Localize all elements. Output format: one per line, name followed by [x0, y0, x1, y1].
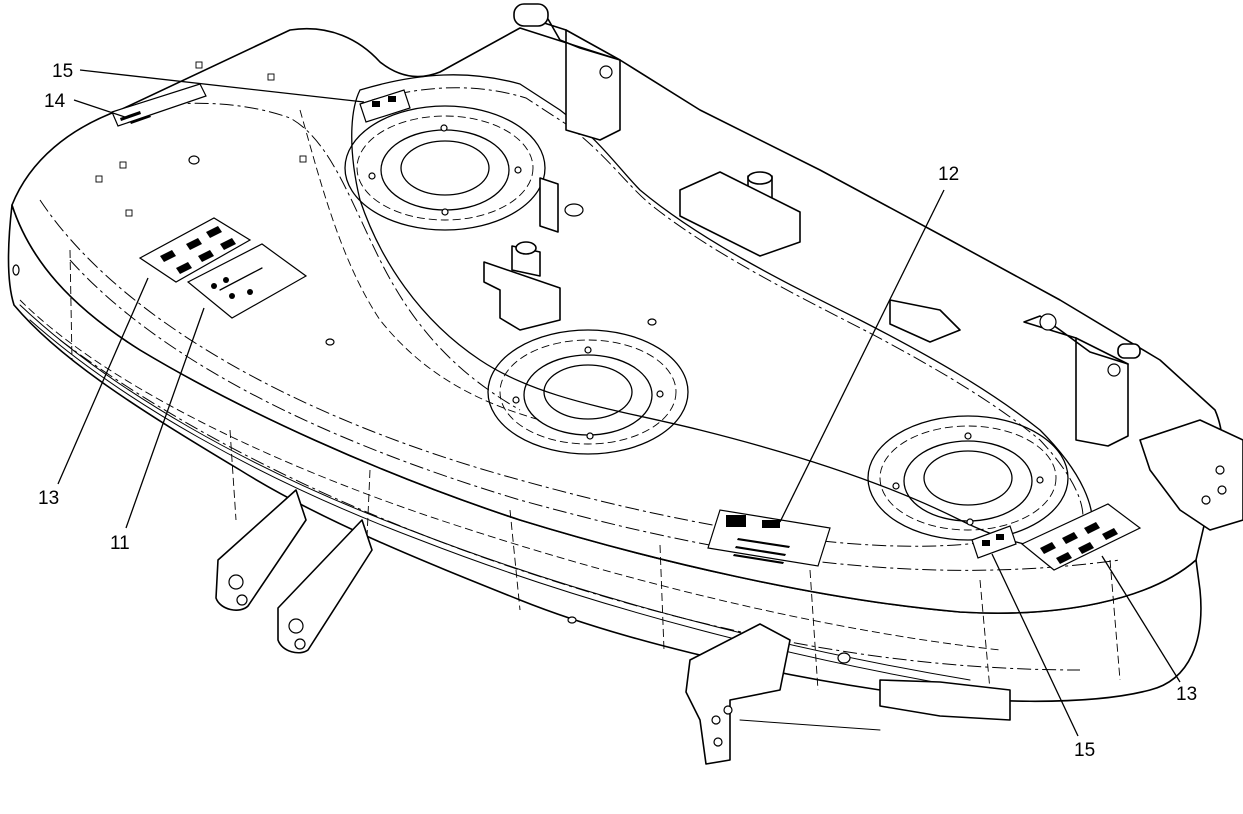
mower-deck — [7, 27, 1224, 703]
callout-15-top: 15 — [52, 61, 73, 82]
spindle-right — [867, 415, 1069, 541]
deck-holes — [12, 61, 851, 664]
spindle-center — [487, 329, 689, 455]
decal-12-instruction-center — [707, 509, 831, 567]
leader-14 — [73, 99, 129, 119]
leader-lines — [57, 69, 1181, 737]
decal-14-model-plate — [111, 83, 207, 127]
rear-bracket-left — [513, 3, 621, 141]
callout-14: 14 — [44, 91, 66, 112]
leader-13-right — [1101, 555, 1181, 683]
leader-11 — [125, 307, 205, 529]
deck-top-plate — [11, 27, 1224, 614]
side-rail — [679, 171, 961, 343]
leader-12 — [779, 189, 945, 523]
front-hanger-left — [215, 489, 307, 611]
center-idler-bracket — [483, 177, 561, 331]
leader-15-top — [79, 69, 365, 103]
leader-15-bottom — [991, 553, 1079, 737]
decal-15-top — [359, 89, 411, 123]
callout-labels: 15 14 12 13 11 15 13 — [38, 61, 1197, 761]
discharge-bracket — [1139, 419, 1243, 531]
callout-12: 12 — [938, 164, 959, 185]
callout-13-left: 13 — [38, 488, 59, 509]
decal-13-warning-right — [1020, 503, 1142, 571]
leader-13-left — [57, 277, 149, 485]
front-hanger-right — [277, 519, 373, 654]
skirt-baffle — [739, 679, 1011, 731]
front-bracket-center — [685, 623, 791, 765]
decal-15-bottom — [971, 525, 1017, 559]
decal-11-instruction-left — [186, 243, 308, 319]
decal-13-warning-left — [138, 217, 252, 283]
rear-bracket-right — [1023, 313, 1141, 447]
spindle-left — [344, 105, 546, 231]
callout-13-right: 13 — [1176, 684, 1197, 705]
callout-15-bottom: 15 — [1074, 740, 1095, 761]
callout-11: 11 — [110, 533, 130, 554]
